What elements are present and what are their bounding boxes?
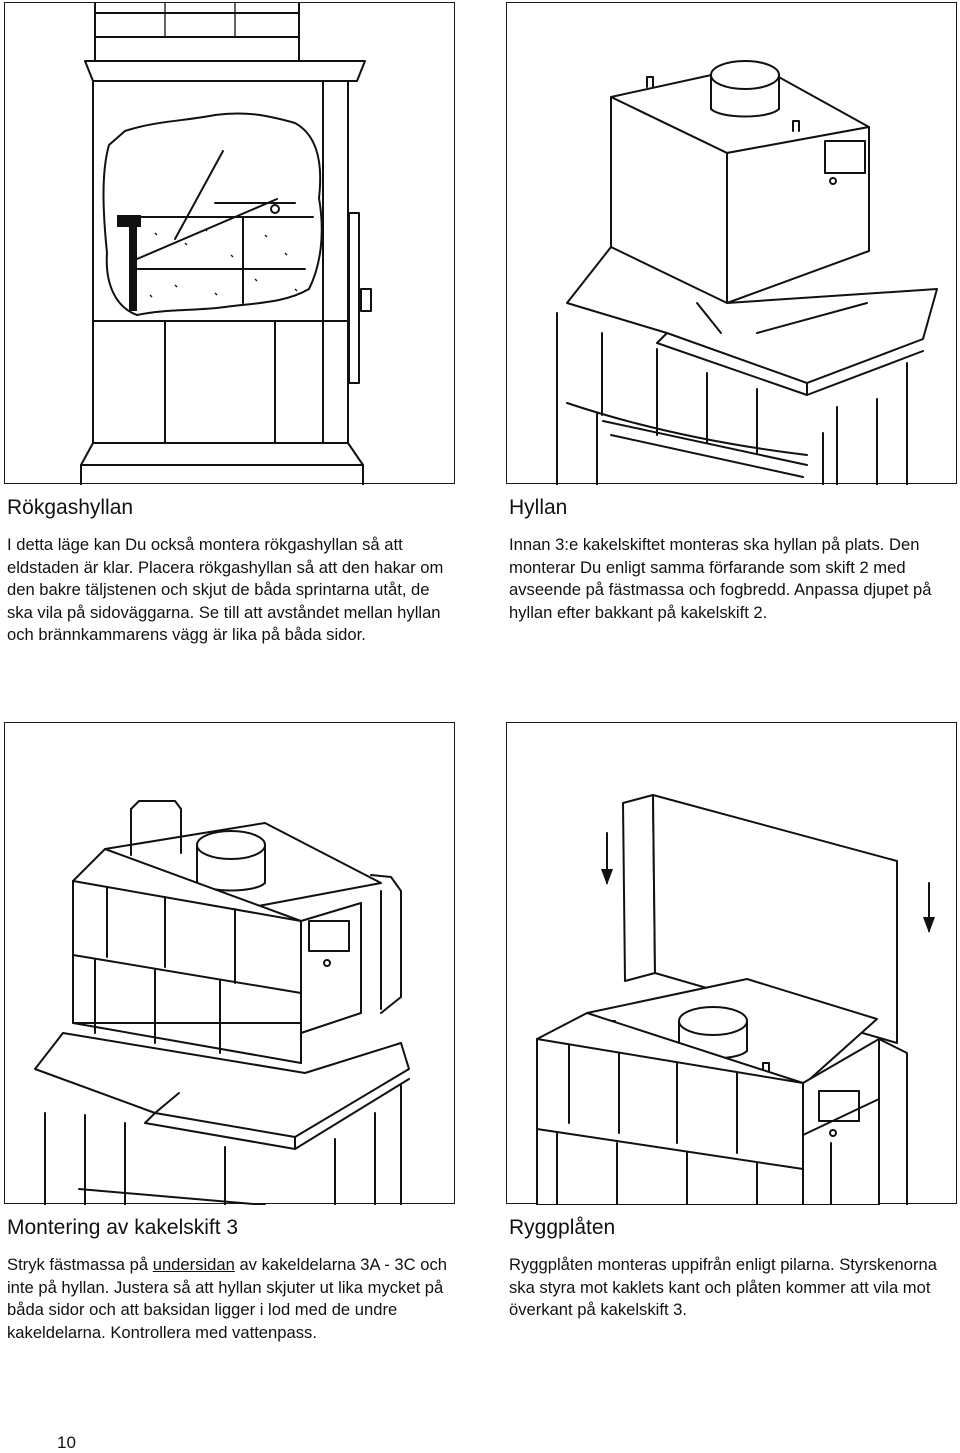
body-text-start: Stryk fästmassa på [7, 1255, 153, 1274]
stove-cutaway-illustration [80, 3, 372, 485]
section-title: Ryggplåten [509, 1216, 616, 1239]
section-ryggplaten: Ryggplåten Ryggplåten monteras uppifrån … [509, 1216, 959, 1322]
section-rokgashyllan: Rökgashyllan I detta läge kan Du också m… [7, 496, 455, 647]
section-title: Rökgashyllan [7, 496, 134, 519]
figure-rokgashyllan [4, 2, 455, 485]
shelf-placement-illustration [556, 60, 938, 485]
underlined-word: undersidan [152, 1255, 235, 1274]
section-montering-kakelskift-3: Montering av kakelskift 3 Stryk fästmass… [7, 1216, 455, 1344]
page-number: 10 [57, 1433, 76, 1452]
figure-montering-kakelskift-3 [4, 722, 455, 1205]
figure-ryggplaten [506, 722, 957, 1205]
section-title: Hyllan [509, 496, 568, 519]
section-body: Ryggplåten monteras uppifrån enligt pila… [509, 1255, 937, 1319]
section-body: Stryk fästmassa på undersidan av kakelde… [7, 1254, 455, 1344]
section-title: Montering av kakelskift 3 [7, 1216, 239, 1239]
section-body: I detta läge kan Du också montera rökgas… [7, 535, 444, 644]
tile-course-3-illustration [34, 800, 410, 1205]
back-plate-illustration [536, 794, 935, 1205]
body-text-end: av kakeldelarna 3A - 3C och inte på hyll… [7, 1255, 447, 1342]
figure-hyllan [506, 2, 957, 485]
section-body: Innan 3:e kakelskiftet monteras ska hyll… [509, 535, 932, 622]
section-hyllan: Hyllan Innan 3:e kakelskiftet monteras s… [509, 496, 959, 624]
